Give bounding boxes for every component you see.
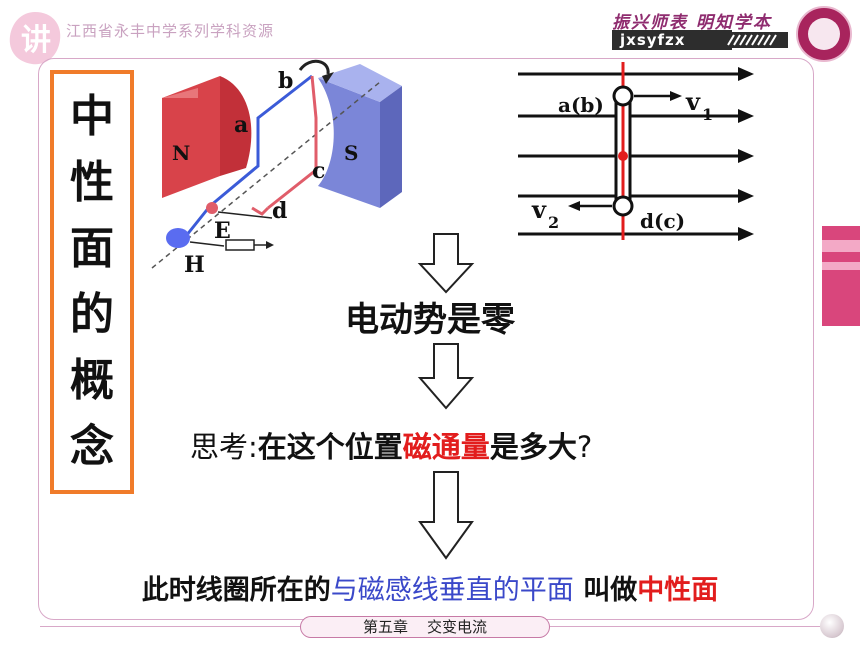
brand-text: 江西省永丰中学系列学科资源	[66, 22, 275, 40]
label-v2: v	[531, 195, 547, 224]
logo-char: 讲	[21, 23, 51, 58]
question-part1: 在这个位置	[257, 430, 403, 464]
label-v1: v	[685, 87, 701, 116]
question-mark: ?	[576, 430, 593, 464]
footer-chapter: 第五章 交变电流	[300, 616, 550, 638]
footer-topic-label: 交变电流	[427, 618, 488, 636]
logo-blob: 讲	[9, 12, 61, 65]
brand-stripes	[722, 32, 788, 48]
conclusion-part2: 叫做	[573, 575, 638, 606]
emf-statement: 电动势是零	[345, 300, 515, 340]
label-d: d	[272, 198, 287, 224]
label-b: b	[278, 68, 293, 94]
title-char: 面	[70, 223, 114, 274]
south-magnet	[318, 78, 380, 208]
side-tab-stripe	[822, 240, 860, 252]
conclusion-red: 中性面	[637, 575, 719, 606]
label-v2-sub: 2	[548, 213, 559, 232]
side-tab-stripe	[822, 262, 860, 270]
conclusion-line: 此时线圈所在的与磁感线垂直的平面 叫做中性面	[0, 568, 860, 607]
footer-line	[550, 626, 820, 627]
school-emblem-inner	[808, 18, 840, 50]
title-char: 念	[70, 421, 114, 472]
footer-chapter-label: 第五章	[362, 618, 408, 636]
label-c: c	[312, 158, 325, 184]
title-box: 中 性 面 的 概 念	[50, 70, 134, 494]
question-highlight: 磁通量	[402, 430, 490, 464]
field-diagram: a(b) d(c) v 1 v 2	[518, 62, 754, 241]
brand-script: 振兴师表 明知学本	[612, 13, 772, 33]
conclusion-part1: 此时线圈所在的	[141, 575, 331, 606]
north-label: N	[172, 141, 190, 165]
slip-ring	[166, 228, 190, 248]
title-char: 性	[70, 157, 114, 208]
brand-code: jxsyfzx	[612, 30, 732, 50]
label-v1-sub: 1	[702, 105, 713, 124]
label-dc: d(c)	[640, 209, 685, 233]
coil-red	[267, 75, 318, 210]
footer-dot-icon	[820, 614, 844, 638]
question-prefix: 思考:	[190, 430, 258, 464]
south-label: S	[344, 141, 358, 165]
down-arrow-icon	[417, 343, 475, 410]
generator-diagram: N S b a c d E H	[151, 59, 402, 278]
title-char: 的	[70, 289, 114, 340]
question-line: 思考:在这个位置磁通量是多大?	[190, 424, 592, 466]
title-char: 概	[70, 355, 114, 406]
coil-blue	[184, 74, 313, 237]
title-char: 中	[70, 91, 114, 142]
label-a: a	[234, 112, 248, 138]
question-part2: 是多大	[489, 430, 577, 464]
down-arrow-icon	[418, 471, 474, 560]
down-arrow-icon	[417, 233, 475, 294]
footer-line	[40, 626, 300, 627]
label-h: H	[184, 252, 205, 278]
label-e: E	[214, 218, 231, 244]
north-magnet	[162, 76, 220, 198]
conclusion-blue: 与磁感线垂直的平面	[330, 575, 574, 606]
label-ab: a(b)	[558, 93, 604, 117]
